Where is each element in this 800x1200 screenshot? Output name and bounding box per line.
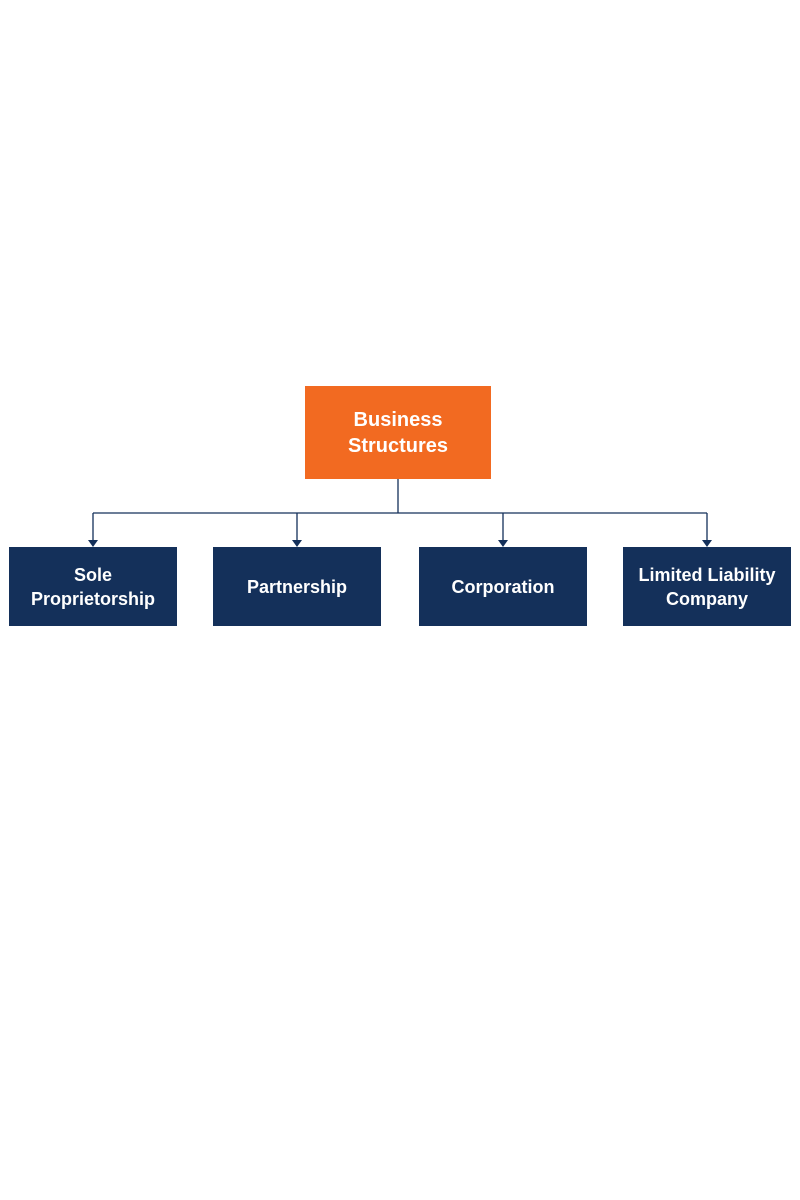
child-node-corporation: Corporation [419, 547, 587, 626]
child-node-label-line1: Sole [73, 564, 112, 585]
arrowhead-icon [498, 540, 508, 547]
child-node-limited-liability-company: Limited Liability Company [623, 547, 791, 626]
child-node-sole-proprietorship: Sole Proprietorship [9, 547, 177, 626]
root-node-business-structures: Business Structures [305, 386, 491, 479]
child-node-label-line2: Proprietorship [30, 588, 155, 609]
child-node-partnership: Partnership [213, 547, 381, 626]
arrowhead-icon [702, 540, 712, 547]
child-node-label-line1: Corporation [451, 576, 555, 597]
root-node-label-line2: Structures [347, 434, 449, 457]
arrowhead-icon [292, 540, 302, 547]
arrowhead-icon [88, 540, 98, 547]
child-node-label-line1: Limited Liability [638, 564, 776, 585]
child-node-label-line1: Partnership [246, 576, 348, 597]
root-node-label-line1: Business [353, 408, 443, 431]
child-node-label-line2: Company [665, 588, 748, 609]
